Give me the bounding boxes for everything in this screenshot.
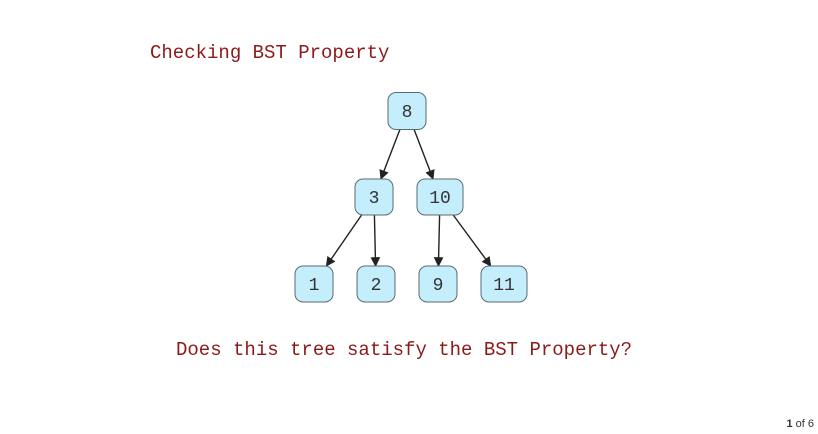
edge-n8-n10 [413,129,435,180]
tree-node-box [356,265,396,303]
edge-n8-n3 [379,129,401,180]
edge-n10-n11 [452,214,492,267]
slide-pager: 1 of 6 [786,418,814,430]
tree-node-box [354,178,394,216]
page-title: Checking BST Property [150,42,390,64]
question-text: Does this tree satisfy the BST Property? [176,339,633,361]
edge-n10-n9 [433,214,444,267]
tree-node-3: 3 [354,178,394,216]
tree-node-label: 1 [309,276,320,296]
edge-n3-n1 [325,214,363,267]
tree-nodes: 8 3 10 1 2 9 11 [294,92,528,303]
tree-node-label: 11 [493,276,515,296]
tree-node-label: 9 [433,276,444,296]
tree-node-box [294,265,334,303]
tree-node-label: 3 [369,189,380,209]
tree-node-1: 1 [294,265,334,303]
tree-node-box [387,92,427,130]
pager-total: 6 [807,418,814,430]
edge-n3-n2 [370,214,381,267]
tree-node-box [416,178,464,216]
tree-node-10: 10 [416,178,464,216]
tree-node-label: 2 [371,276,382,296]
pager-separator: of [795,418,805,430]
tree-node-label: 8 [402,103,413,123]
tree-node-8: 8 [387,92,427,130]
tree-edges [325,129,492,267]
tree-node-box [480,265,528,303]
tree-node-label: 10 [429,189,451,209]
tree-node-9: 9 [418,265,458,303]
tree-node-box [418,265,458,303]
tree-node-11: 11 [480,265,528,303]
tree-node-2: 2 [356,265,396,303]
pager-current: 1 [786,418,793,430]
